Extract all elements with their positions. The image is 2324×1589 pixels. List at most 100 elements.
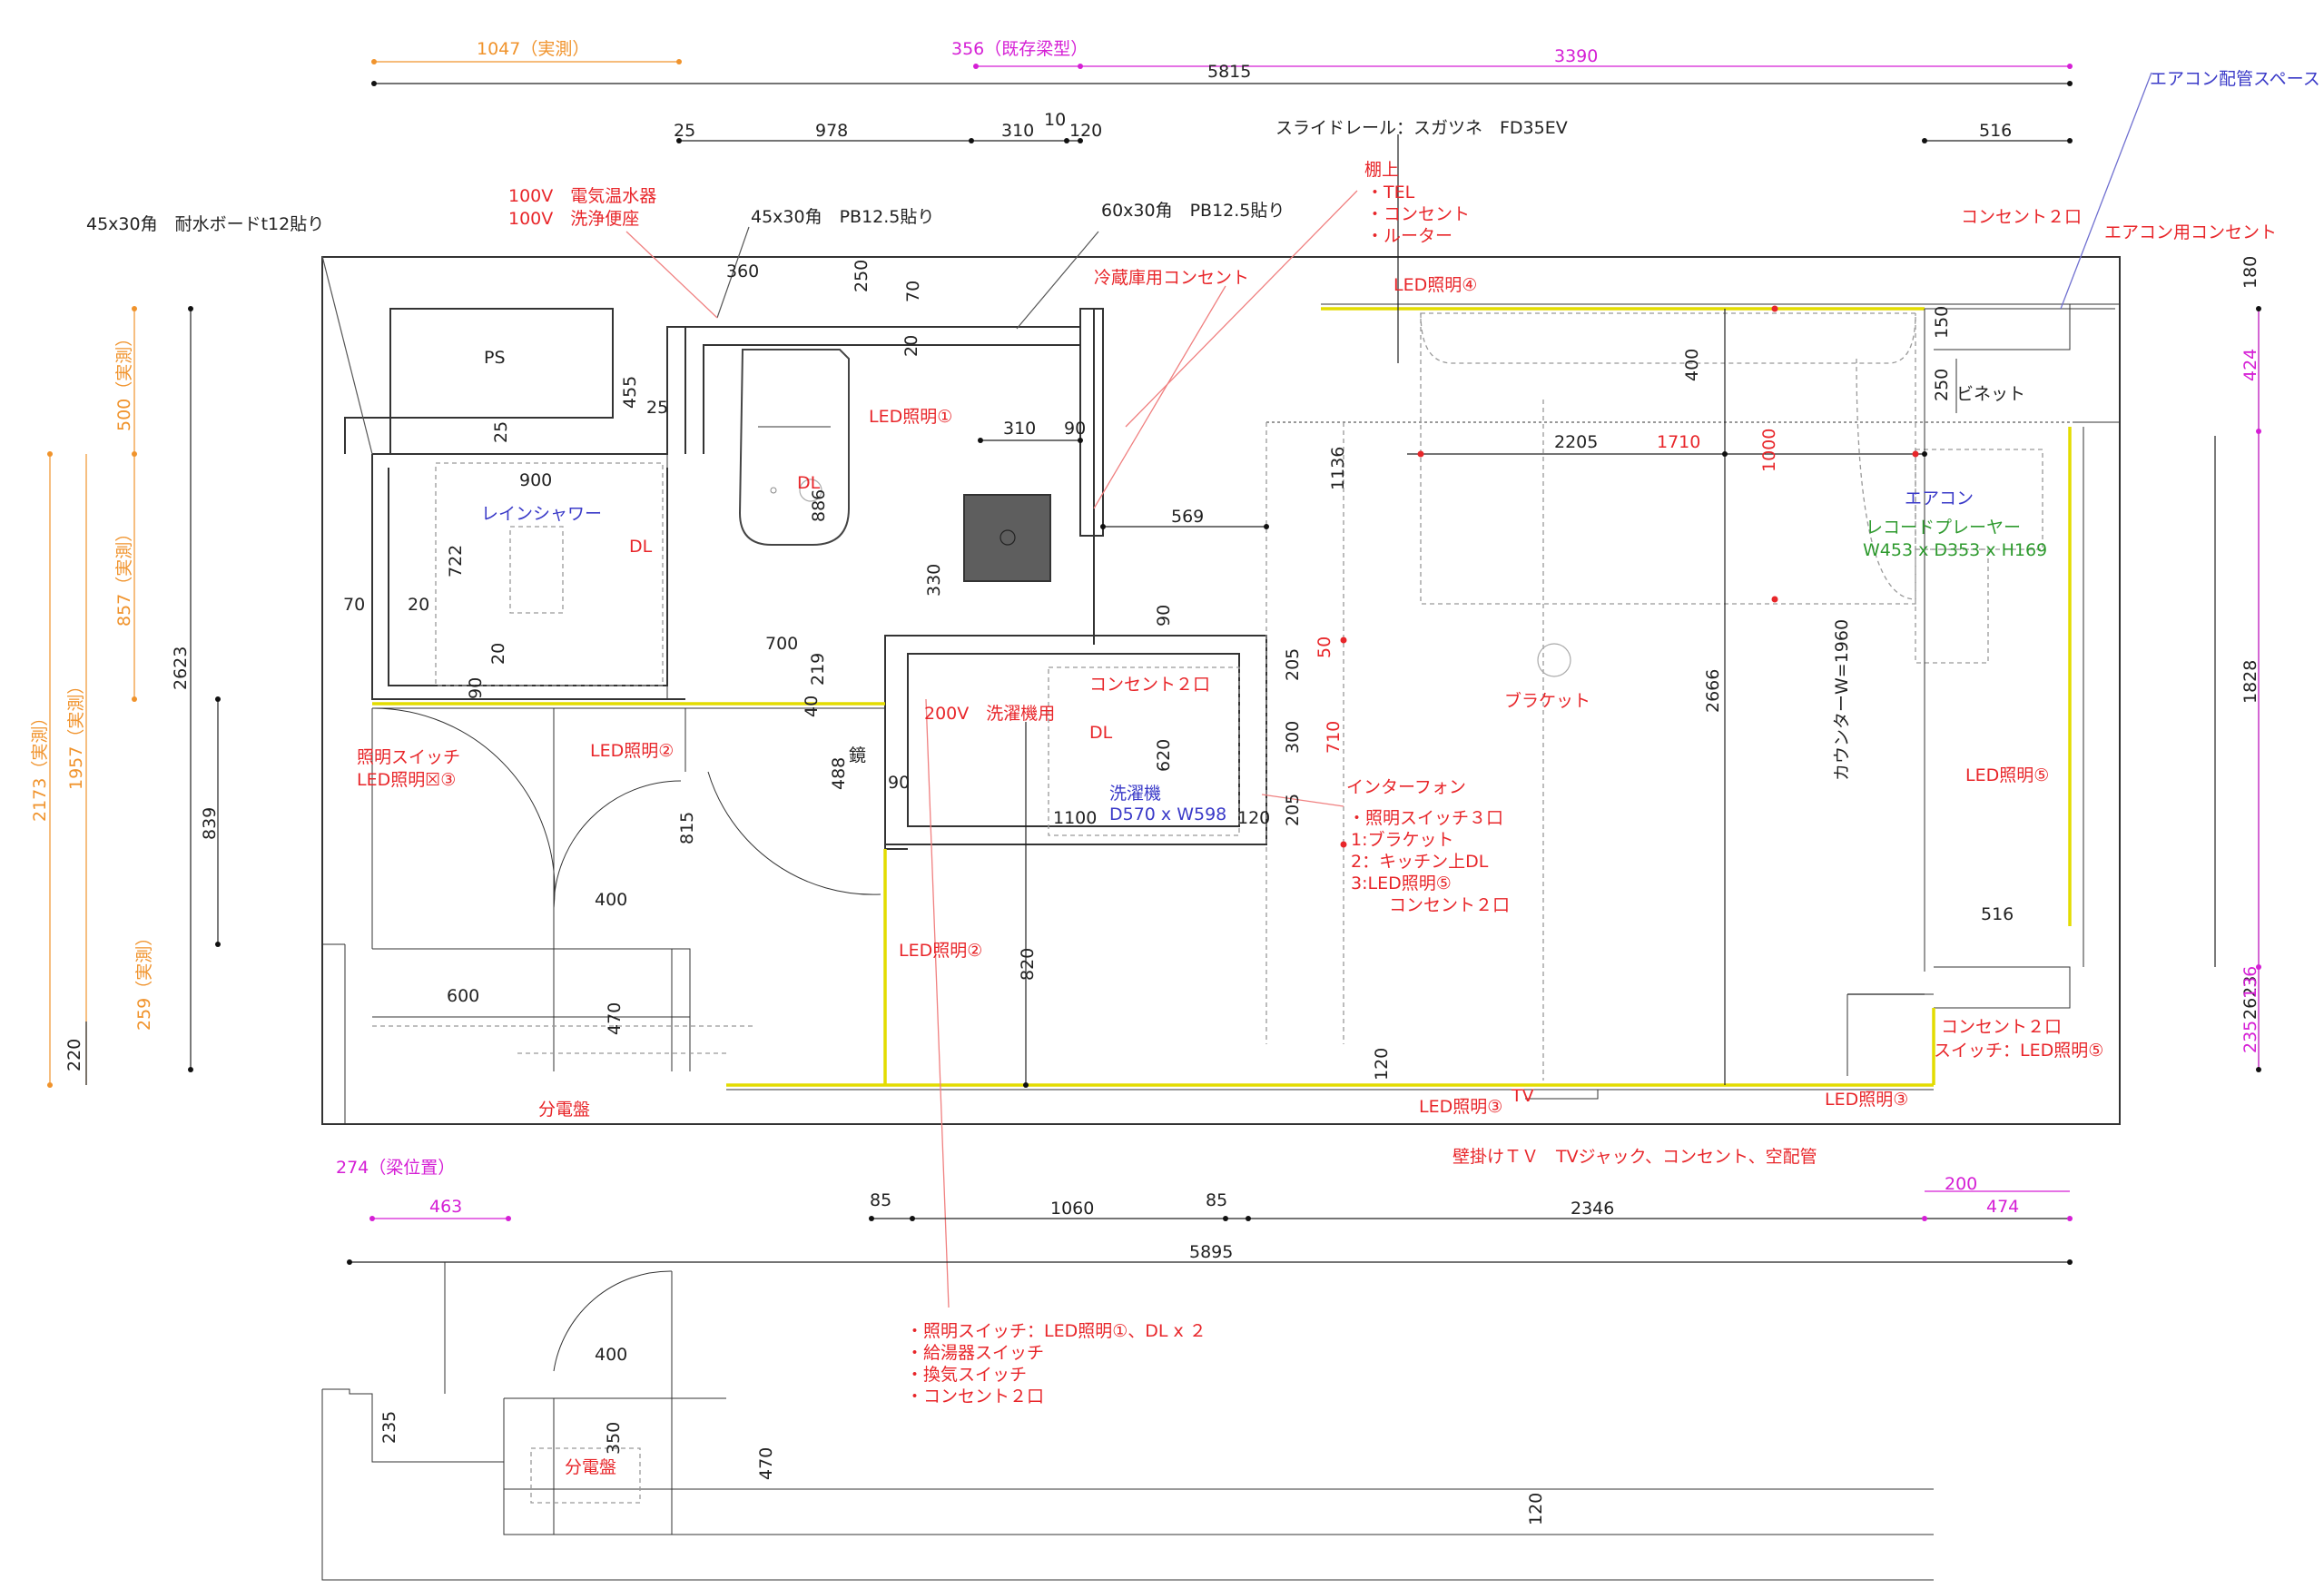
dl-shower: DL (629, 537, 653, 557)
rain-shower: レインシャワー (481, 504, 602, 524)
dim: 70 (343, 595, 365, 615)
dim: 400 (595, 1345, 627, 1365)
dim: 235 (2240, 1021, 2260, 1053)
dim: 205 (1283, 648, 1303, 681)
led-4: LED照明④ (1393, 275, 1477, 295)
dim-310-top: 310 (1001, 121, 1034, 141)
dim: 180 (2240, 256, 2260, 289)
pb60-note: 60x30角 PB12.5貼り (1101, 201, 1285, 221)
dimension-values: 360 250 70 455 25 25 20 900 722 70 20 20… (30, 256, 2260, 1525)
dim: 710 (1324, 721, 1344, 754)
heater-note-1: 100V 電気温水器 (508, 186, 656, 206)
dim: 424 (2240, 349, 2260, 381)
dim-120-top: 120 (1069, 121, 1102, 141)
dim-356: 356（既存梁型） (951, 39, 1088, 59)
dim-1047: 1047（実測） (477, 39, 589, 59)
dl-wash: DL (1089, 723, 1113, 743)
dim: 2623 (2240, 976, 2260, 1020)
switch-led5: スイッチ：LED照明⑤ (1934, 1041, 2103, 1061)
dim: 569 (1171, 507, 1204, 527)
dim: 120 (1526, 1493, 1546, 1525)
counter-label: カウンターW=1960 (1832, 619, 1852, 781)
dim: 120 (1372, 1048, 1392, 1081)
switch-3-a: 1:ブラケット (1351, 829, 1454, 850)
mirror-label: 鏡 (849, 745, 866, 765)
dim: 85 (1206, 1190, 1227, 1210)
dim: 219 (808, 653, 828, 686)
led-2-a: LED照明② (590, 741, 674, 761)
led-2-b: LED照明② (899, 941, 982, 961)
panel-label-2: 分電盤 (565, 1457, 616, 1477)
bath-switch-1: ・照明スイッチ：LED照明①、DL x ２ (906, 1321, 1206, 1341)
dim: 886 (809, 489, 829, 522)
dim: 90 (1154, 605, 1174, 627)
dim: 330 (924, 564, 944, 597)
dim: 463 (429, 1197, 462, 1217)
dim: 120 (1237, 808, 1270, 828)
bathroom-walls (322, 308, 1934, 1124)
toilet (738, 349, 850, 546)
dim: 20 (901, 335, 921, 357)
dim: 235 (379, 1411, 399, 1444)
aircon-label: エアコン (1905, 489, 1974, 508)
tv-label: TV (1511, 1086, 1534, 1106)
led-3-a: LED照明③ (1419, 1097, 1502, 1117)
switch-3-c: 3:LED照明⑤ (1351, 873, 1452, 893)
outlet-note: ・コンセント (1366, 204, 1470, 224)
dl-toilet: DL (797, 473, 821, 493)
bath-switch-4: ・コンセント２口 (906, 1387, 1044, 1406)
dim: 150 (1932, 306, 1952, 339)
led-3-b: LED照明③ (1825, 1090, 1908, 1110)
dim: 839 (200, 807, 220, 840)
panel-label: 分電盤 (538, 1100, 590, 1120)
sink-cabinet (963, 494, 1051, 582)
dim: 1136 (1328, 447, 1348, 490)
dim: 250 (1932, 369, 1952, 401)
dim: 20 (488, 643, 508, 665)
ac-outlet: エアコン用コンセント (2104, 222, 2277, 242)
dim: 1100 (1053, 808, 1097, 828)
ps-box (389, 308, 614, 419)
dim: 455 (620, 376, 640, 409)
outlet-2-wash: コンセント２口 (1089, 675, 1210, 695)
cabinet-label: ビネット (1956, 384, 2025, 404)
intercom-label: インターフォン (1346, 777, 1466, 797)
dim: 360 (726, 262, 759, 281)
dim: 470 (756, 1447, 776, 1480)
dim: 400 (595, 890, 627, 910)
dim: 250 (852, 260, 872, 292)
dim: 2623 (171, 646, 191, 690)
dim: 200 (1945, 1174, 1977, 1194)
switch-3-b: 2：キッチン上DL (1351, 852, 1489, 872)
dimension-dots (47, 59, 2261, 1265)
dim: 400 (1682, 349, 1702, 381)
dim: 1000 (1759, 429, 1779, 472)
main-room (799, 303, 2120, 1100)
router-note: ・ルーター (1366, 226, 1452, 246)
bath-switch-3: ・換気スイッチ (906, 1365, 1027, 1385)
dim: 85 (870, 1190, 891, 1210)
dim: 1957（実測） (66, 677, 86, 790)
switch-3: ・照明スイッチ３口 (1348, 808, 1503, 828)
dim: 1710 (1657, 432, 1700, 452)
dim: 2666 (1703, 669, 1723, 713)
washer-size: D570 x W598 (1109, 804, 1226, 824)
outlet-2-mid: コンセント２口 (1389, 895, 1510, 915)
dim: 500（実測） (114, 330, 134, 431)
dim: 259（実測） (134, 929, 154, 1031)
ps-label: PS (484, 348, 506, 368)
shelf-note: 棚上 (1364, 160, 1399, 180)
outlet-2-top: コンセント２口 (1961, 207, 2082, 227)
dim: 2346 (1571, 1199, 1614, 1219)
ac-pipe-space: エアコン配管スペース (2150, 69, 2320, 89)
bottom-detail (321, 1262, 1934, 1581)
dim: 90 (888, 773, 910, 793)
top-labels: 1047（実測） 356（既存梁型） 3390 5815 スライドレール：スガツ… (477, 39, 2012, 141)
dim: 1060 (1050, 1199, 1094, 1219)
dim-516-top: 516 (1979, 121, 2012, 141)
dim: 488 (829, 757, 849, 790)
dim: 516 (1981, 904, 2014, 924)
dim-25-top: 25 (674, 121, 695, 141)
bracket-label: ブラケット (1504, 690, 1590, 711)
